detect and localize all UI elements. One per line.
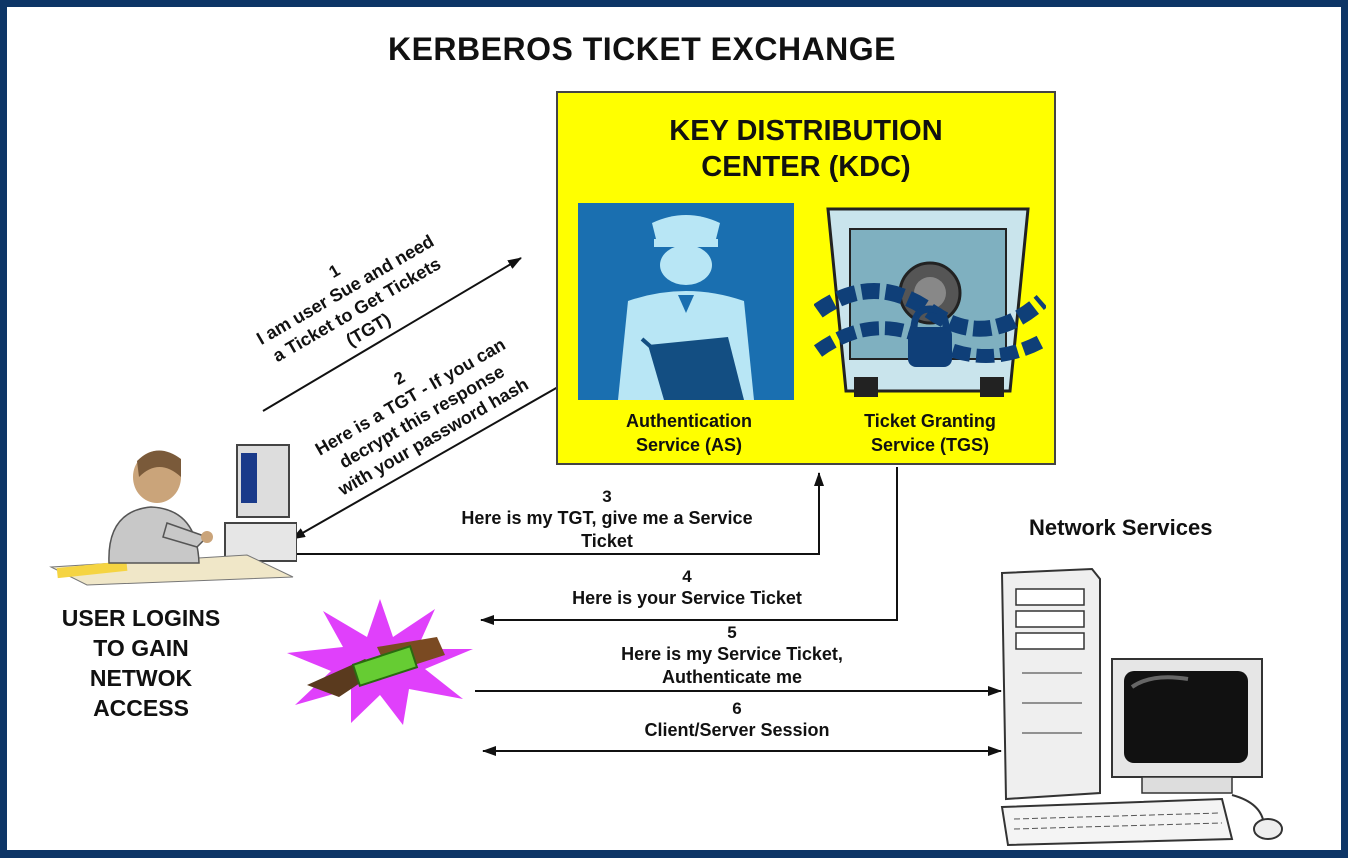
arrow-step-2 [291,386,559,540]
authentication-service-illustration [578,203,794,400]
step-4: 4 Here is your Service Ticket [507,567,867,610]
ticket-exchange-icon [287,599,473,725]
tgs-label: Ticket Granting Service (TGS) [864,411,996,455]
kdc-title: KEY DISTRIBUTION CENTER (KDC) [669,115,943,183]
network-services-label: Network Services [1029,515,1213,540]
step-3-text: Here is my TGT, give me a Service Ticket [461,508,753,551]
step-5: 5 Here is my Service Ticket, Authenticat… [567,623,897,689]
arrows-layer [262,257,1002,756]
step-6-number: 6 [732,699,742,718]
step-5-text: Here is my Service Ticket, Authenticate … [621,644,843,687]
step-6: 6 Client/Server Session [587,699,887,742]
step-3-number: 3 [602,487,612,506]
arrow-step-1 [262,257,522,412]
step-5-number: 5 [727,623,737,642]
arrow-step-4 [480,467,898,625]
server-computer-icon [1000,567,1283,847]
step-4-number: 4 [682,567,692,586]
kdc-box: KEY DISTRIBUTION CENTER (KDC) [556,91,1056,465]
user-at-computer-icon [49,444,297,586]
arrow-step-3 [292,472,824,555]
guard-icon [618,215,754,400]
step-6-text: Client/Server Session [644,720,830,740]
diagram-canvas: KERBEROS TICKET EXCHANGE KEY DISTRIBUTIO… [7,7,1341,850]
page-title: KERBEROS TICKET EXCHANGE [387,31,897,67]
as-label: Authentication Service (AS) [626,411,752,455]
chained-safe-icon [814,207,1046,397]
user-label: USER LOGINS TO GAIN NETWOK ACCESS [61,605,221,721]
step-3: 3 Here is my TGT, give me a Service Tick… [387,487,827,553]
step-4-text: Here is your Service Ticket [572,588,802,608]
